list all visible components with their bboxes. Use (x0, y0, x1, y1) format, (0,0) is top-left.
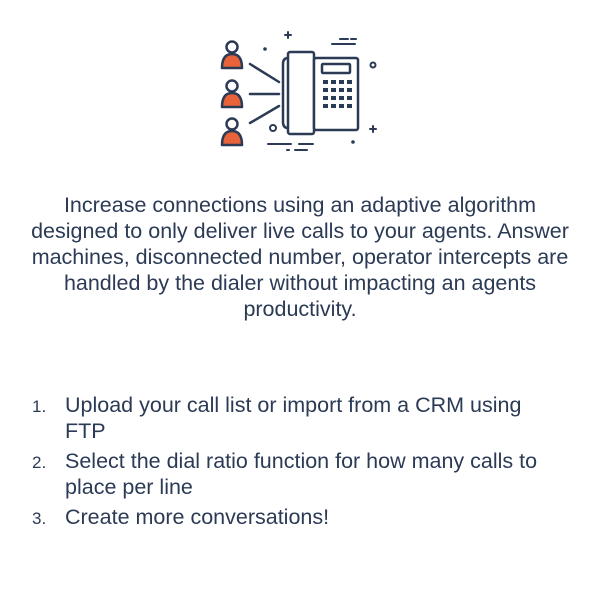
agent-icon (220, 79, 244, 109)
step-number: 2. (32, 453, 47, 472)
step-text: Select the dial ratio function for how m… (65, 449, 538, 499)
agent-icon (220, 117, 244, 147)
steps-list: 1. Upload your call list or import from … (32, 392, 562, 536)
dialer-illustration (215, 30, 385, 158)
desk-phone-icon (281, 50, 360, 136)
step-item: 1. Upload your call list or import from … (32, 392, 562, 444)
dialer-illustration-svg (220, 31, 377, 151)
step-item: 2. Select the dial ratio function for ho… (32, 448, 562, 500)
connection-lines (248, 62, 281, 125)
step-text: Create more conversations! (65, 505, 330, 529)
step-item: 3. Create more conversations! (32, 504, 562, 532)
feature-description: Increase connections using an adaptive a… (31, 193, 569, 321)
keypad (323, 80, 352, 108)
step-number: 3. (32, 509, 47, 528)
agent-icon (220, 40, 244, 70)
decorations (263, 31, 377, 151)
step-text: Upload your call list or import from a C… (65, 393, 522, 443)
step-number: 1. (32, 397, 47, 416)
